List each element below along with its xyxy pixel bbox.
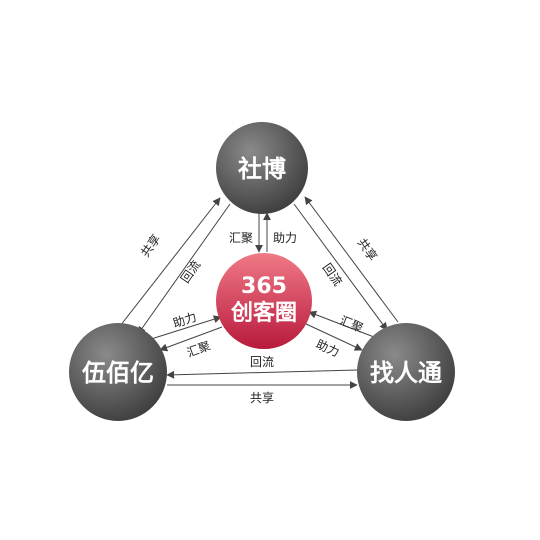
edge-left-center-outbound bbox=[147, 315, 222, 341]
edge-right-top-inner bbox=[293, 203, 388, 331]
edge-left-right-upper bbox=[166, 369, 358, 379]
node-left-label: 伍佰亿 bbox=[82, 359, 154, 387]
label-right-top-inner: 回流 bbox=[320, 261, 345, 289]
edge-right-center-inbound bbox=[308, 310, 375, 338]
node-top: 社博 bbox=[216, 122, 308, 214]
label-left-center-outbound: 助力 bbox=[171, 310, 198, 331]
node-left: 伍佰亿 bbox=[69, 323, 167, 421]
label-left-center-inbound: 汇聚 bbox=[185, 339, 212, 360]
label-left-right-upper: 回流 bbox=[250, 355, 274, 369]
node-center-line2: 创客圈 bbox=[230, 300, 297, 326]
label-right-center-inbound: 汇聚 bbox=[338, 313, 366, 335]
label-right-top-outer: 共享 bbox=[355, 235, 381, 263]
edge-left-top-inner bbox=[137, 203, 231, 335]
edge-right-center-outbound bbox=[303, 322, 363, 351]
label-left-top-inner: 回流 bbox=[178, 258, 203, 286]
node-top-label: 社博 bbox=[238, 155, 286, 183]
label-left-right-lower: 共享 bbox=[250, 390, 274, 405]
node-right: 找人通 bbox=[357, 323, 455, 421]
label-top-center-inbound: 汇聚 bbox=[229, 231, 253, 245]
label-top-center-outbound: 助力 bbox=[273, 231, 297, 245]
label-right-center-outbound: 助力 bbox=[314, 337, 342, 360]
edge-left-top-outer bbox=[119, 197, 221, 327]
edge-right-top-outer bbox=[304, 196, 399, 323]
edge-left-center-inbound bbox=[159, 326, 223, 352]
node-center-line1: 365 bbox=[241, 274, 287, 299]
node-center: 365 创客圈 bbox=[216, 253, 312, 349]
node-right-label: 找人通 bbox=[370, 359, 442, 387]
label-left-top-outer: 共享 bbox=[137, 231, 163, 259]
